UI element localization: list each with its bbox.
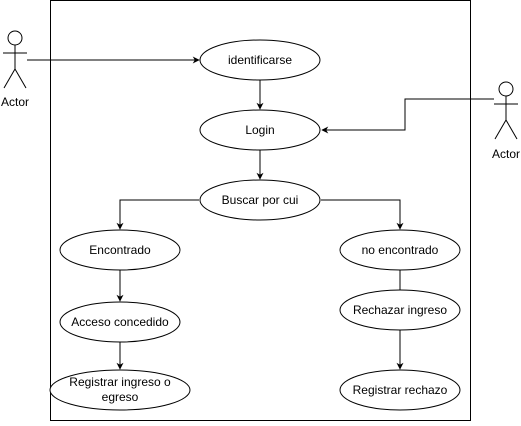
use-case-login[interactable]: Login (199, 109, 321, 151)
actor-left-leg-right (14, 68, 27, 89)
use-case-registrar-ingreso-egreso[interactable]: Registrar ingreso o egreso (49, 369, 191, 411)
actor-right-label: Actor (492, 147, 520, 161)
use-case-encontrado-label: Encontrado (89, 243, 151, 257)
use-case-encontrado-shape (59, 229, 181, 271)
actor-left-head (7, 30, 23, 46)
use-case-no-encontrado[interactable]: no encontrado (339, 229, 461, 271)
use-case-encontrado[interactable]: Encontrado (59, 229, 181, 271)
actor-right-leg-right (505, 119, 518, 140)
use-case-rechazar-ingreso[interactable]: Rechazar ingreso (339, 289, 461, 331)
use-case-buscar-por-cui-shape (199, 179, 321, 221)
use-case-login-label: Login (245, 123, 274, 137)
actor-left-label: Actor (1, 95, 29, 109)
use-case-registrar-ingreso-egreso-shape (49, 369, 191, 411)
use-case-no-encontrado-shape (339, 229, 461, 271)
use-case-login-shape (199, 109, 321, 151)
use-case-identificarse-label: identificarse (228, 53, 292, 67)
actor-right-head (498, 81, 514, 97)
actor-left[interactable] (3, 30, 27, 89)
use-case-acceso-concedido-label: Acceso concedido (71, 315, 169, 329)
use-case-registrar-rechazo-label: Registrar rechazo (353, 383, 448, 397)
actor-left-leg-left (3, 68, 16, 89)
use-case-registrar-rechazo-shape (339, 369, 461, 411)
use-case-registrar-rechazo[interactable]: Registrar rechazo (339, 369, 461, 411)
use-case-acceso-concedido-shape (59, 301, 181, 343)
use-case-identificarse-shape (199, 39, 321, 81)
actor-right[interactable] (494, 81, 518, 140)
use-case-acceso-concedido[interactable]: Acceso concedido (59, 301, 181, 343)
use-case-identificarse[interactable]: identificarse (199, 39, 321, 81)
use-case-buscar-por-cui[interactable]: Buscar por cui (199, 179, 321, 221)
connector-buscar-encontrado (116, 199, 199, 230)
use-case-buscar-por-cui-label: Buscar por cui (222, 193, 299, 207)
connector-right-actor-login (321, 98, 494, 134)
use-case-registrar-ingreso-egreso-line1: Registrar ingreso o (69, 375, 171, 389)
connector-buscar-no-encontrado (321, 199, 404, 230)
use-case-registrar-ingreso-egreso-line2: egreso (102, 390, 139, 404)
actor-right-leg-left (494, 119, 507, 140)
use-case-rechazar-ingreso-label: Rechazar ingreso (353, 303, 447, 317)
use-case-rechazar-ingreso-shape (339, 289, 461, 331)
use-case-no-encontrado-label: no encontrado (362, 243, 439, 257)
